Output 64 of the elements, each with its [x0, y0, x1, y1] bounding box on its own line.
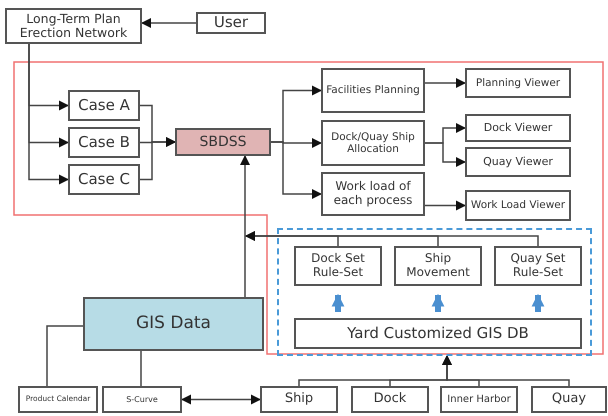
connector-line: [46, 325, 83, 386]
arrow: [425, 78, 466, 88]
box-label: Facilities Planning: [326, 84, 420, 97]
process-box: [465, 147, 571, 177]
process-box: [260, 386, 338, 413]
box-label: Yard Customized GIS DB: [347, 324, 529, 342]
process-box: [465, 68, 571, 98]
process-box: [196, 12, 266, 34]
process-box: [465, 114, 571, 142]
process-box: [294, 318, 582, 349]
process-box: [465, 190, 571, 221]
process-box: [321, 172, 425, 216]
arrow: [425, 200, 466, 210]
arrow: [245, 231, 539, 246]
box-label: Quay Set Rule-Set: [509, 252, 567, 280]
box-label: Quay Viewer: [483, 156, 553, 168]
box-label: Work Load Viewer: [470, 199, 566, 212]
process-box: [83, 297, 264, 351]
group-frame: [277, 228, 592, 356]
connector-line: [140, 351, 142, 386]
process-box: [394, 246, 482, 286]
process-box: [294, 246, 382, 286]
box-label: Quay: [552, 392, 586, 407]
process-box: [321, 120, 425, 166]
arrow: [28, 44, 69, 184]
box-label: Work load of each process: [332, 180, 414, 208]
block-arrow: [332, 294, 344, 312]
process-box: [440, 386, 518, 413]
arrow: [425, 142, 466, 167]
arrow: [240, 155, 250, 297]
box-label: Case C: [78, 170, 130, 188]
box-label: GIS Data: [136, 314, 211, 334]
process-box: [102, 386, 182, 413]
arrow: [442, 355, 570, 386]
process-box: [68, 164, 140, 195]
block-arrow: [432, 294, 444, 312]
process-box: [351, 386, 429, 413]
box-label: User: [214, 14, 248, 32]
process-box: [68, 90, 140, 121]
box-label: Ship: [284, 392, 314, 407]
box-label: Ship Movement: [405, 252, 471, 280]
box-label: Inner Harbor: [447, 394, 511, 406]
process-box: [175, 128, 271, 156]
block-arrow: [532, 294, 544, 312]
process-box: [5, 8, 142, 44]
arrow: [141, 18, 196, 28]
box-label: Dock Viewer: [484, 122, 552, 134]
process-box: [321, 68, 425, 113]
box-label: Dock/Quay Ship Allocation: [330, 130, 416, 156]
box-label: Planning Viewer: [476, 76, 560, 90]
arrow: [271, 141, 322, 199]
process-box: [531, 386, 607, 413]
box-label: Long-Term Plan Erection Network: [18, 12, 128, 40]
arrow: [181, 394, 261, 404]
process-box: [494, 246, 582, 286]
box-label: Dock: [374, 392, 406, 407]
box-label: Dock Set Rule-Set: [310, 252, 366, 280]
box-label: SBDSS: [199, 134, 247, 150]
box-label: S-Curve: [126, 394, 158, 404]
process-box: [18, 386, 98, 413]
box-label: Case A: [78, 96, 130, 114]
box-label: Case B: [78, 134, 130, 152]
process-box: [68, 127, 140, 158]
arrow: [140, 137, 176, 180]
